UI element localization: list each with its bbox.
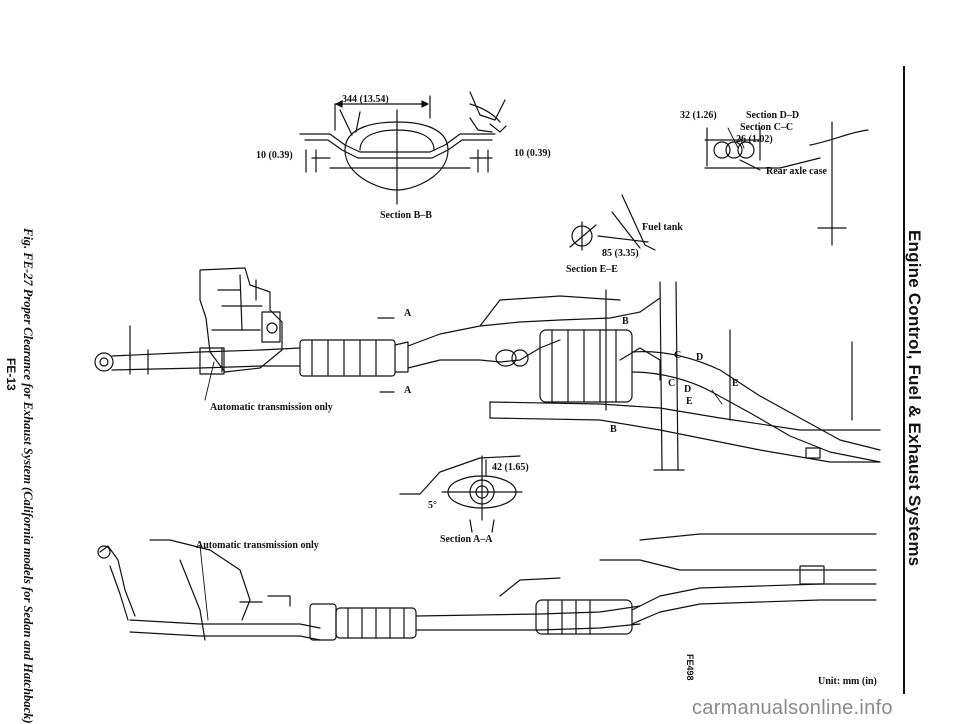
marker-c-lower: C <box>668 378 676 389</box>
marker-b-upper: B <box>622 316 629 327</box>
watermark: carmanualsonline.info <box>692 697 893 719</box>
section-e-e-drawing <box>569 194 656 251</box>
lower-exhaust-assembly <box>97 533 877 641</box>
section-a-a-drawing <box>399 455 523 533</box>
upper-exhaust-assembly <box>94 267 881 471</box>
marker-d-lower: D <box>684 384 692 395</box>
figure-code: FE498 <box>685 654 695 681</box>
marker-a-upper: A <box>404 308 412 319</box>
dim-e-e: 85 (3.35) <box>602 248 639 259</box>
at-only-note-upper: Automatic transmission only <box>210 402 333 413</box>
section-a-a-title: Section A–A <box>440 534 493 545</box>
header-divider <box>903 66 905 694</box>
marker-e-upper: E <box>732 378 739 389</box>
page-number: FE-13 <box>4 358 18 391</box>
unit-note: Unit: mm (in) <box>818 676 877 687</box>
leader-lines <box>199 127 745 621</box>
fuel-tank-label: Fuel tank <box>642 222 683 233</box>
dim-a-a: 42 (1.65) <box>492 462 529 473</box>
marker-d-upper: D <box>696 352 704 363</box>
marker-c-upper: C <box>674 350 682 361</box>
marker-b-lower: B <box>610 424 617 435</box>
dim-b-b-right: 10 (0.39) <box>514 148 551 159</box>
page-header-title: Engine Control, Fuel & Exhaust Systems <box>905 230 924 567</box>
dim-b-b-width: 344 (13.54) <box>342 94 389 105</box>
angle-a-a: 5° <box>428 500 437 511</box>
figure-caption: Fig. FE-27 Proper Clearance for Exhaust … <box>21 228 35 724</box>
marker-a-lower: A <box>404 385 412 396</box>
dim-b-b-left: 10 (0.39) <box>256 150 293 161</box>
section-d-d-title: Section D–D <box>746 110 800 121</box>
dim-d-d: 32 (1.26) <box>680 110 717 121</box>
at-only-note-lower: Automatic transmission only <box>196 540 319 551</box>
section-c-c-title: Section C–C <box>740 122 794 133</box>
section-cd-drawing <box>704 121 869 246</box>
rear-axle-label: Rear axle case <box>766 166 827 177</box>
marker-e-lower: E <box>686 396 693 407</box>
dim-c-c: 26 (1.02) <box>736 134 773 145</box>
section-e-e-title: Section E–E <box>566 264 618 275</box>
section-b-b-title: Section B–B <box>380 210 432 221</box>
section-b-b-drawing <box>299 91 507 205</box>
